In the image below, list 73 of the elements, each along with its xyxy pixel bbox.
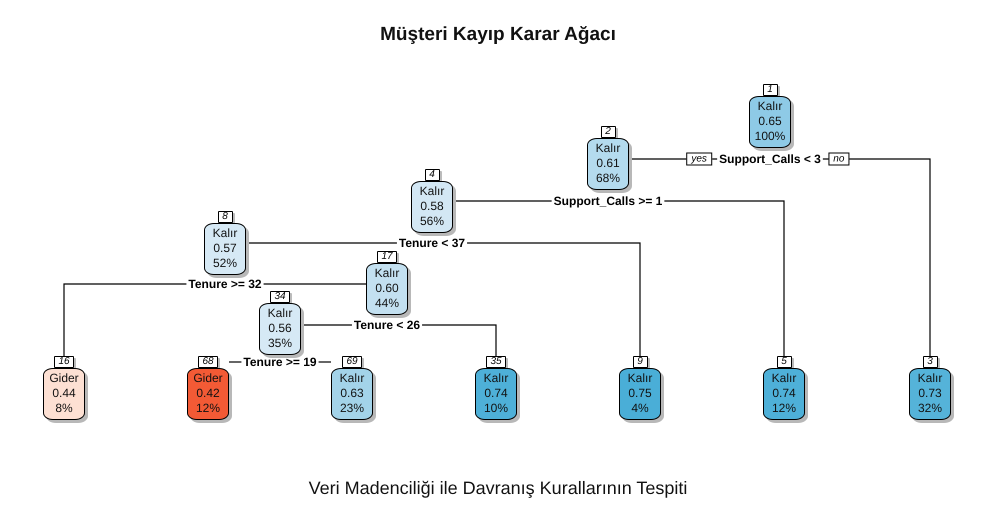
probability: 0.60 xyxy=(375,281,399,296)
percentage: 56% xyxy=(420,214,444,229)
percentage: 8% xyxy=(55,401,73,416)
branch-line xyxy=(301,324,352,326)
class-label: Kalır xyxy=(484,371,508,386)
class-label: Gider xyxy=(49,371,79,386)
probability: 0.61 xyxy=(596,156,620,171)
branch-line xyxy=(467,242,641,356)
branch-line xyxy=(63,283,186,356)
class-label: Kalır xyxy=(628,371,652,386)
class-label: Kalır xyxy=(340,371,364,386)
class-label: Kalır xyxy=(772,371,796,386)
class-label: Kalır xyxy=(212,226,238,241)
branch-line xyxy=(318,361,331,363)
node-number: 8 xyxy=(218,211,232,223)
percentage: 10% xyxy=(484,401,508,416)
node-number: 16 xyxy=(54,356,74,368)
percentage: 12% xyxy=(196,401,220,416)
node-number: 9 xyxy=(632,356,648,368)
probability: 0.44 xyxy=(52,386,76,401)
split-condition: Support_Calls < 3 xyxy=(717,152,823,166)
branch-line xyxy=(246,242,397,244)
percentage: 68% xyxy=(596,171,620,186)
class-label: Kalır xyxy=(596,141,620,156)
percentage: 4% xyxy=(631,401,649,416)
percentage: 44% xyxy=(374,296,400,311)
node-number: 4 xyxy=(424,169,440,181)
class-label: Gider xyxy=(193,371,223,386)
node-number: 35 xyxy=(486,356,506,368)
node-number: 3 xyxy=(922,356,938,368)
branch-line xyxy=(229,361,242,363)
node-number: 5 xyxy=(776,356,792,368)
probability: 0.56 xyxy=(268,321,292,336)
probability: 0.75 xyxy=(628,386,652,401)
branch-line xyxy=(453,200,552,202)
percentage: 35% xyxy=(268,336,292,351)
probability: 0.63 xyxy=(340,386,364,401)
node-number: 68 xyxy=(198,356,218,368)
class-label: Kalır xyxy=(758,99,782,114)
branch-line xyxy=(264,283,366,285)
probability: 0.65 xyxy=(758,114,782,129)
percentage: 12% xyxy=(772,401,796,416)
percentage: 100% xyxy=(754,129,786,144)
class-label: Kalır xyxy=(268,306,292,321)
split-condition: Tenure < 26 xyxy=(352,318,422,332)
split-condition: Tenure >= 32 xyxy=(186,277,264,291)
node-number: 1 xyxy=(762,84,778,96)
node-number: 2 xyxy=(600,126,616,138)
probability: 0.73 xyxy=(918,386,942,401)
percentage: 52% xyxy=(212,256,238,271)
probability: 0.57 xyxy=(213,241,237,256)
edge-label: no xyxy=(828,152,850,166)
class-label: Kalır xyxy=(918,371,942,386)
branch-line xyxy=(664,200,785,356)
class-label: Kalır xyxy=(374,266,400,281)
branch-line xyxy=(422,324,497,356)
node-number: 34 xyxy=(270,291,290,303)
percentage: 23% xyxy=(340,401,364,416)
split-condition: Tenure < 37 xyxy=(396,236,468,250)
edge-label: yes xyxy=(686,152,712,166)
probability: 0.74 xyxy=(484,386,508,401)
split-condition: Support_Calls >= 1 xyxy=(552,194,664,208)
branch-line xyxy=(822,158,931,356)
probability: 0.42 xyxy=(196,386,220,401)
diagram-caption: Veri Madenciliği ile Davranış Kurallarının Tespiti xyxy=(308,478,688,499)
class-label: Kalır xyxy=(420,184,444,199)
node-number: 69 xyxy=(342,356,362,368)
split-condition: Tenure >= 19 xyxy=(241,355,319,369)
probability: 0.74 xyxy=(772,386,796,401)
probability: 0.58 xyxy=(420,199,444,214)
percentage: 32% xyxy=(918,401,942,416)
diagram-title: Müşteri Kayıp Karar Ağacı xyxy=(379,24,617,46)
node-number: 17 xyxy=(377,251,397,263)
